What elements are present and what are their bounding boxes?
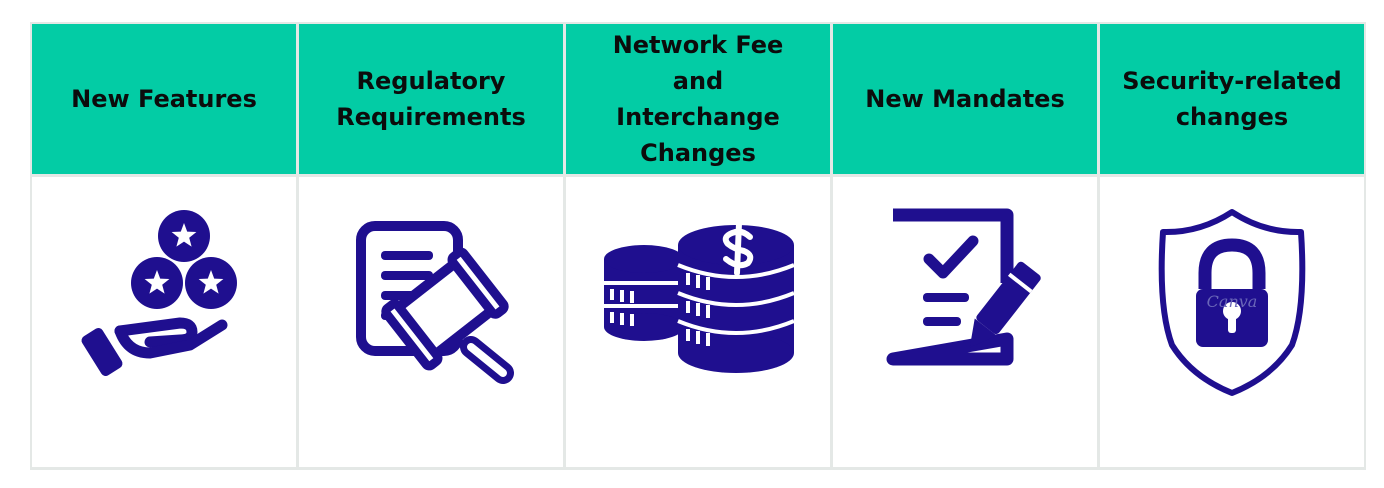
icon-cell-network-fee [566, 177, 830, 467]
header-label: New Features [71, 85, 257, 113]
shield-padlock-icon: Canva [1158, 209, 1306, 396]
icon-cell-new-mandates [833, 177, 1097, 467]
icon-cell-security-changes: Canva [1100, 177, 1364, 467]
header-label: Security-related changes [1122, 67, 1342, 131]
header-cell-new-features: New Features [32, 24, 296, 174]
header-label: New Mandates [865, 85, 1065, 113]
header-cell-network-fee: Network Fee and Interchange Changes [566, 24, 830, 174]
header-label: Regulatory Requirements [336, 67, 526, 131]
header-label: Network Fee and Interchange Changes [612, 31, 784, 167]
categories-table: New Features Regulatory Requirements Net… [30, 22, 1366, 470]
icon-cell-regulatory-requirements [299, 177, 563, 467]
coin-stacks-dollar-icon [604, 220, 795, 373]
checklist-pen-icon [886, 208, 1041, 366]
header-cell-new-mandates: New Mandates [833, 24, 1097, 174]
categories-grid: New Features Regulatory Requirements Net… [32, 24, 1364, 467]
document-gavel-icon [356, 221, 514, 384]
header-cell-regulatory-requirements: Regulatory Requirements [299, 24, 563, 174]
watermark-text: Canva [1207, 292, 1258, 311]
header-cell-security-changes: Security-related changes [1100, 24, 1364, 174]
hand-holding-stars-icon [81, 210, 237, 376]
icon-cell-new-features [32, 177, 296, 467]
